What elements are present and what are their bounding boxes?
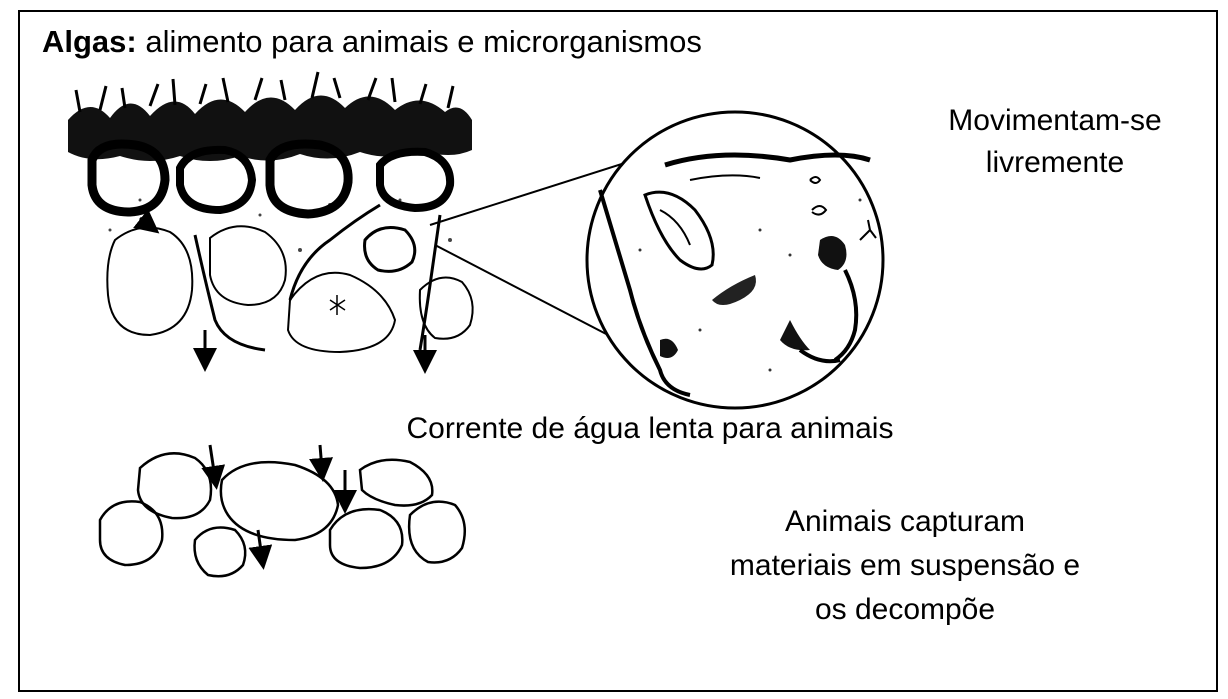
label-move-freely: Movimentam-se livremente (905, 100, 1205, 184)
title-rest: alimento para animais e microrganismos (145, 24, 702, 59)
label-capture-line-3: os decompõe (814, 593, 996, 626)
label-move-line-1: Movimentam-se (948, 104, 1162, 137)
label-capture-line-2: materiais em suspensão e (729, 549, 1081, 582)
diagram-title: Algas: alimento para animais e microrgan… (42, 24, 702, 60)
lower-flow-arrows (201, 444, 357, 570)
upper-flow-arrows (133, 209, 437, 374)
magnified-view (585, 110, 885, 410)
lower-gravel (98, 452, 467, 578)
title-bold: Algas: (42, 24, 137, 59)
label-slow-current: Corrente de água lenta para animais (406, 412, 894, 445)
upper-gravel (87, 139, 474, 354)
label-move-line-2: livremente (985, 146, 1125, 179)
label-animals-capture: Animais capturam materiais em suspensão … (690, 500, 1120, 632)
label-capture-line-1: Animais capturam (784, 505, 1026, 538)
algae-mat (68, 71, 472, 252)
